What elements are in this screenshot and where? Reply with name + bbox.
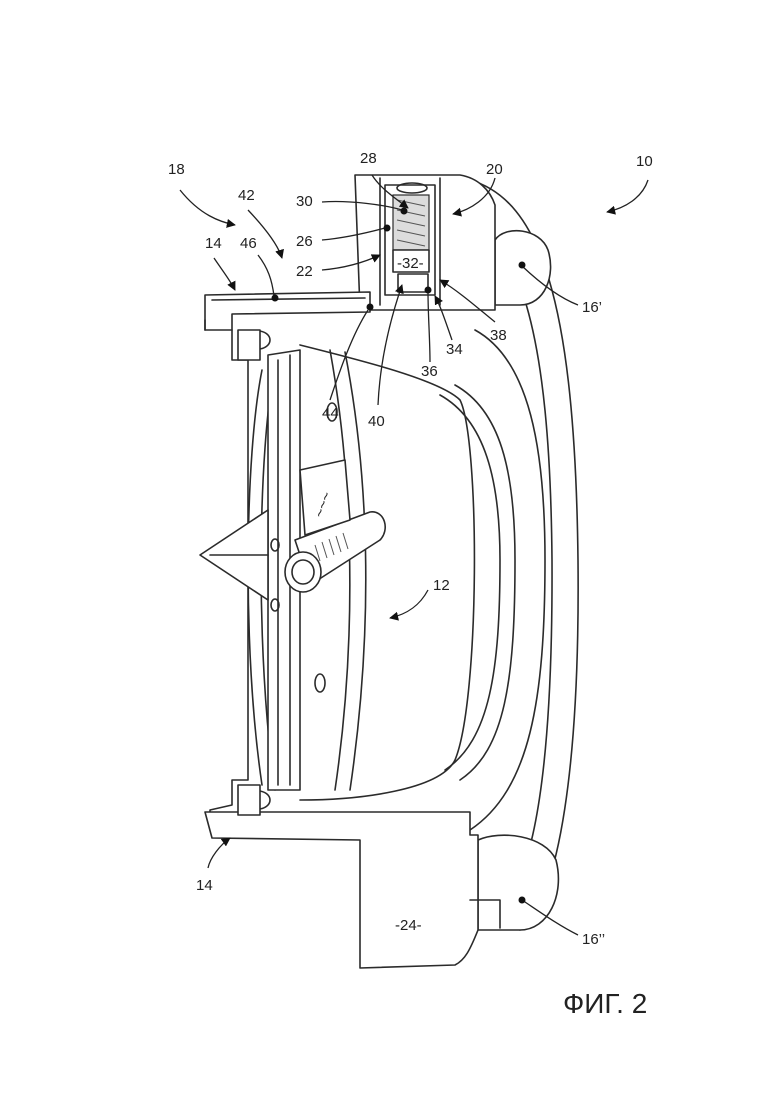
- label-28: 28: [360, 150, 377, 167]
- top-insert: [385, 183, 435, 295]
- label-14-top: 14: [205, 235, 222, 252]
- label-24: -24-: [395, 917, 422, 934]
- label-14-bottom: 14: [196, 877, 213, 894]
- label-16-prime: 16’: [582, 299, 602, 316]
- label-36: 36: [421, 363, 438, 380]
- label-22: 22: [296, 263, 313, 280]
- label-32: -32-: [397, 255, 424, 272]
- label-42: 42: [238, 187, 255, 204]
- label-10: 10: [636, 153, 653, 170]
- seat-disc-assembly: ~~~: [200, 330, 474, 815]
- label-16-double-prime: 16’’: [582, 931, 605, 948]
- label-46: 46: [240, 235, 257, 252]
- label-12: 12: [433, 577, 450, 594]
- label-30: 30: [296, 193, 313, 210]
- label-26: 26: [296, 233, 313, 250]
- label-38: 38: [490, 327, 507, 344]
- label-20: 20: [486, 161, 503, 178]
- label-44: 44: [322, 405, 339, 422]
- label-18: 18: [168, 161, 185, 178]
- label-34: 34: [446, 341, 463, 358]
- figure-caption: ФИГ. 2: [563, 988, 647, 1019]
- label-40: 40: [368, 413, 385, 430]
